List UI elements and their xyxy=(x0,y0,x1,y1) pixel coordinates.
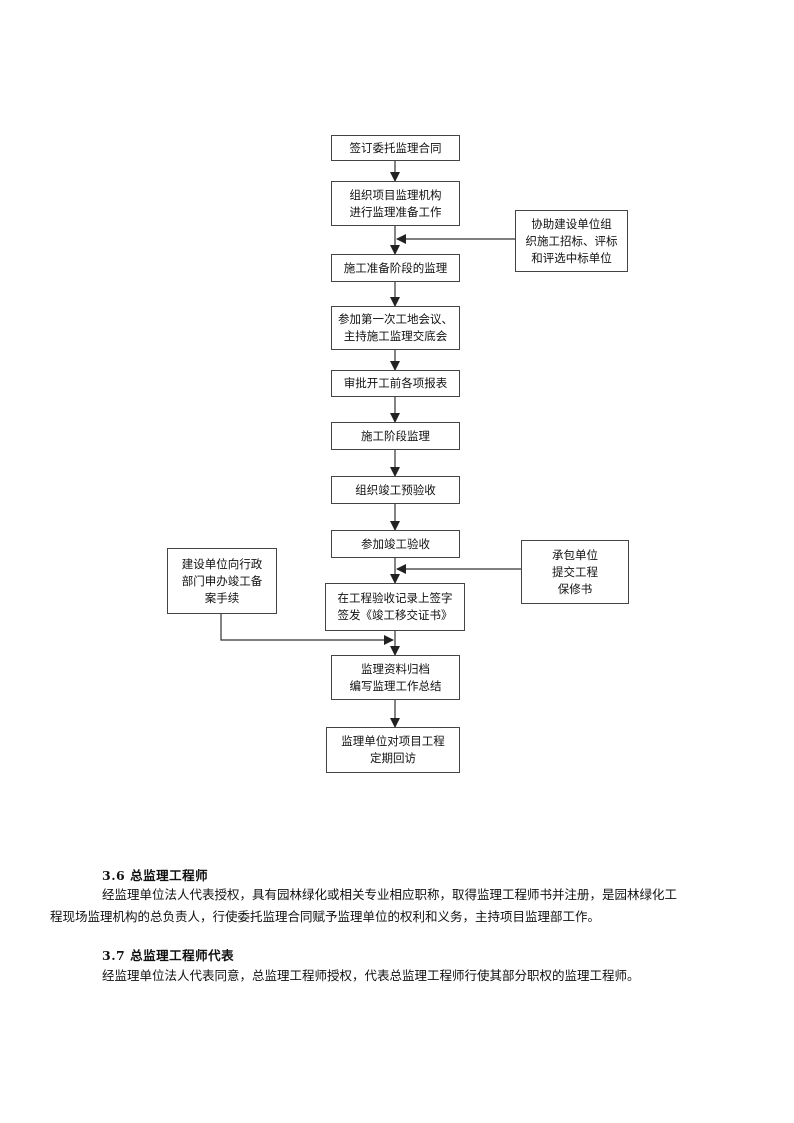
arrow-owner-filing xyxy=(220,614,394,645)
step-periodic-revisit: 监理单位对项目工程 定期回访 xyxy=(326,727,460,773)
note-assist-bidding: 协助建设单位组 织施工招标、评标 和评选中标单位 xyxy=(515,210,628,272)
section-chief-engineer: 3.6 总监理工程师 经监理单位法人代表授权，具有园林绿化或相关专业相应职称，取… xyxy=(0,860,794,930)
step-sign-certificate: 在工程验收记录上签字 签发《竣工移交证书》 xyxy=(325,583,465,631)
step-preparation-phase: 施工准备阶段的监理 xyxy=(331,254,460,282)
section-body-line-2: 程现场监理机构的总负责人，行使委托监理合同赋予监理单位的权利和义务，主持项目监理… xyxy=(50,909,601,924)
step-pre-acceptance: 组织竣工预验收 xyxy=(331,476,460,504)
section-heading: 3.7 总监理工程师代表 xyxy=(102,948,235,963)
flowchart-connectors xyxy=(220,161,521,728)
note-contractor-warranty: 承包单位 提交工程 保修书 xyxy=(521,540,629,604)
section-body-line-1: 经监理单位法人代表授权，具有园林绿化或相关专业相应职称，取得监理工程师书并注册，… xyxy=(102,887,678,902)
section-heading: 3.6 总监理工程师 xyxy=(102,868,209,883)
step-approve-reports: 审批开工前各项报表 xyxy=(331,370,460,397)
section-chief-engineer-representative: 3.7 总监理工程师代表 经监理单位法人代表同意，总监理工程师授权，代表总监理工… xyxy=(0,943,794,993)
section-body-line-1: 经监理单位法人代表同意，总监理工程师授权，代表总监理工程师行使其部分职权的监理工… xyxy=(102,968,640,983)
step-final-acceptance: 参加竣工验收 xyxy=(331,530,460,558)
step-first-site-meeting: 参加第一次工地会议、 主持施工监理交底会 xyxy=(331,306,460,350)
step-archive-summary: 监理资料归档 编写监理工作总结 xyxy=(331,655,460,700)
step-organize-supervision: 组织项目监理机构 进行监理准备工作 xyxy=(331,181,460,226)
note-owner-filing: 建设单位向行政 部门申办竣工备 案手续 xyxy=(167,548,277,614)
step-sign-contract: 签订委托监理合同 xyxy=(331,135,460,161)
step-construction-phase: 施工阶段监理 xyxy=(331,422,460,450)
